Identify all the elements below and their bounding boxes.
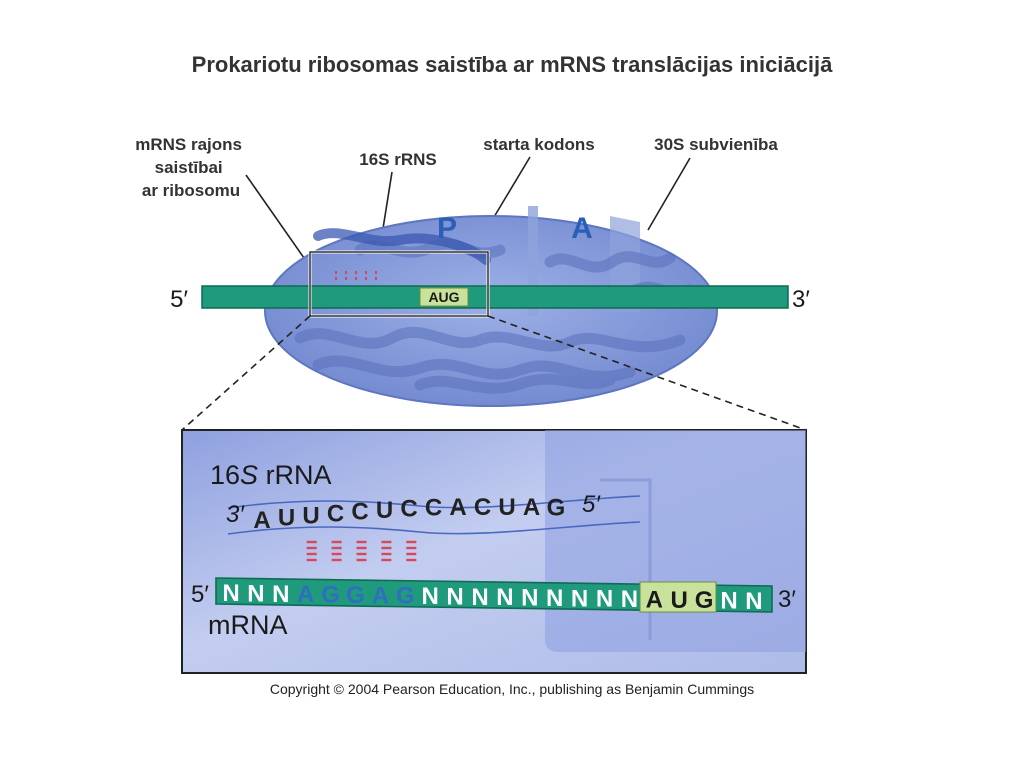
mrna-base: N — [546, 585, 563, 612]
mrna-base: N — [720, 588, 737, 615]
rrna-base: C — [400, 496, 417, 523]
rrna-base: U — [498, 494, 515, 521]
mrna-strand-body — [201, 285, 789, 309]
zoom-box — [309, 251, 489, 317]
mrna-base: N — [471, 584, 488, 611]
rrna-base: C — [425, 495, 442, 522]
mrna-base: A — [372, 582, 389, 609]
mrna-base: N — [247, 580, 264, 607]
inset-mrna-5-end-label: 5′ — [191, 581, 209, 608]
rrna-base: U — [278, 505, 295, 532]
rrna-label-italic: S — [240, 460, 258, 490]
callout-16s-rrns: 16S rRNS — [359, 150, 436, 169]
rrna-base: C — [474, 494, 491, 521]
mrna-base: G — [396, 583, 415, 610]
mrna-base: G — [346, 582, 365, 609]
inset-mrna-3-end-label: 3′ — [778, 586, 796, 613]
ribosome-base-pair-dashes — [335, 271, 377, 283]
mrna-base: N — [745, 588, 762, 615]
rrna-base: C — [351, 499, 368, 526]
base-pair-dashes — [306, 540, 417, 562]
mrna-base: G — [321, 582, 340, 609]
mrna-base: U — [671, 587, 688, 614]
mrna-base: A — [297, 581, 314, 608]
rrna-base: C — [327, 500, 344, 527]
callout-binding-region-line1: mRNS rajons — [135, 135, 242, 154]
mrna-base: G — [695, 587, 714, 614]
inset-mrna-strand — [215, 577, 773, 613]
inset-ribosome-wall — [545, 430, 806, 652]
copyright-notice: Copyright © 2004 Pearson Education, Inc.… — [269, 681, 755, 697]
mrna-5-end-label: 5′ — [170, 286, 188, 313]
inset-start-codon-box — [639, 581, 717, 613]
rrna-strand-bottom-edge — [227, 521, 641, 535]
rrna-label: 16S rRNA — [210, 460, 332, 490]
mrna-base: N — [272, 581, 289, 608]
mrna-base: N — [521, 585, 538, 612]
mrna-base: N — [621, 586, 638, 613]
callout-binding-region-line3: ar ribosomu — [142, 181, 240, 200]
mrna-base: N — [571, 585, 588, 612]
start-codon-label: AUG — [428, 289, 459, 305]
rrna-label-suffix: rRNA — [258, 460, 332, 490]
site-a-label: A — [571, 212, 593, 245]
ribosome-30s: P A — [264, 206, 718, 407]
rrna-base: U — [302, 502, 319, 529]
rrna-16s-segment — [313, 228, 491, 265]
callout-start-codon: starta kodons — [483, 135, 594, 154]
rrna-3-end-label: 3′ — [226, 501, 245, 528]
site-divider — [528, 206, 538, 316]
site-p-label: P — [437, 212, 457, 245]
callout-binding-region: mRNS rajons saistībai ar ribosomu — [135, 135, 246, 200]
mrna-strand-top: AUG 5′ 3′ — [170, 285, 810, 313]
mrna-3-end-label: 3′ — [792, 286, 810, 313]
mrna-base: N — [446, 583, 463, 610]
zoom-connectors — [181, 315, 807, 431]
diagram-title: Prokariotu ribosomas saistība ar mRNS tr… — [191, 52, 833, 77]
mrna-base: N — [222, 580, 239, 607]
rrna-base: A — [449, 494, 466, 521]
rrna-base: A — [523, 494, 540, 521]
rrna-5-end-label: 5′ — [582, 491, 601, 518]
leader-30s-subunit — [647, 157, 691, 231]
rrna-base: A — [253, 507, 270, 534]
rrna-label-prefix: 16 — [210, 460, 240, 490]
rrna-strand-top-edge — [227, 495, 641, 509]
mrna-base: N — [422, 583, 439, 610]
mrna-base: A — [646, 586, 663, 613]
start-codon-box — [419, 287, 469, 307]
rrna-base: G — [547, 494, 566, 521]
mrna-base: N — [596, 586, 613, 613]
mrna-base: N — [496, 584, 513, 611]
callout-binding-region-line2: saistībai — [155, 158, 223, 177]
mrna-label: mRNA — [208, 610, 288, 640]
rrna-base: U — [376, 497, 393, 524]
callout-30s-subunit: 30S subvienība — [654, 135, 778, 154]
